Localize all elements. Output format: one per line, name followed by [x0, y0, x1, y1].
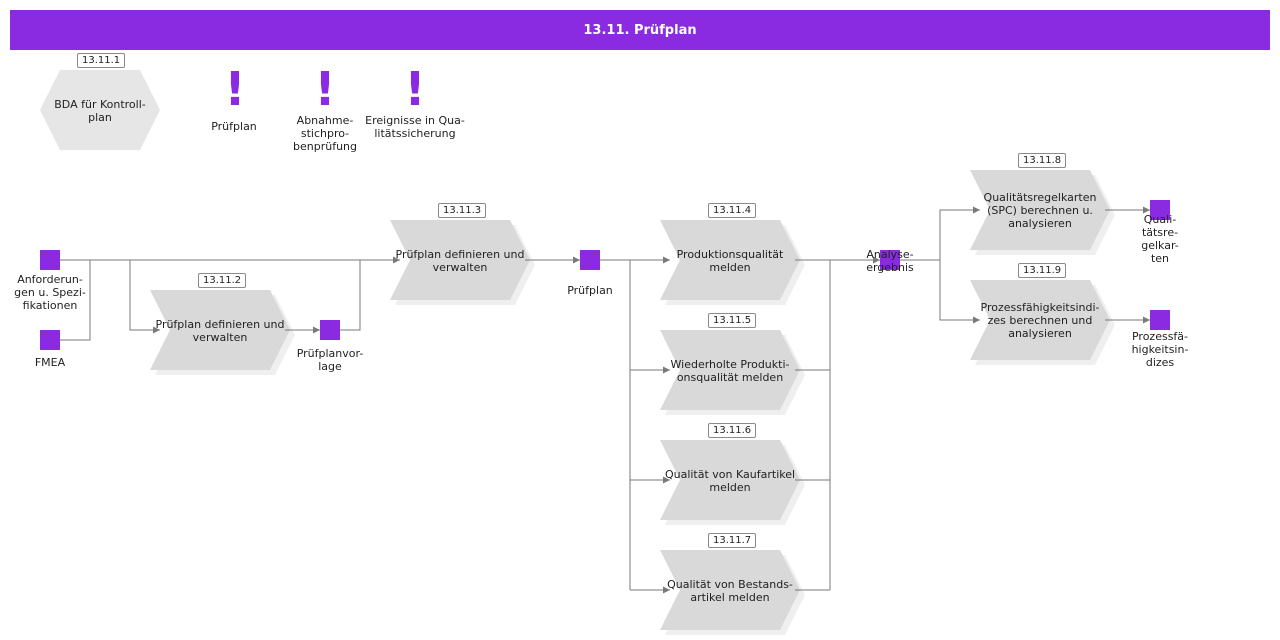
function-label-13-11-3: Prüfplan definieren und verwalten: [395, 248, 525, 274]
function-label-13-11-9: Prozessfähigkeitsindi- zes berechnen und…: [980, 301, 1100, 340]
function-shape-13-11-3[interactable]: [390, 220, 530, 300]
function-label-13-11-5: Wiederholte Produkti- onsqualität melden: [670, 358, 790, 384]
object-qualitaetsregelkarten[interactable]: [1150, 200, 1170, 220]
function-shape-13-11-2[interactable]: [150, 290, 290, 370]
tag-13-11-7: 13.11.7: [708, 533, 756, 548]
tag-13-11-2: 13.11.2: [198, 273, 246, 288]
object-pruefplan[interactable]: [580, 250, 600, 270]
connector-to-13-11-8: [939, 206, 980, 260]
tag-13-11-9: 13.11.9: [1018, 263, 1066, 278]
object-anforderungen[interactable]: [40, 250, 60, 270]
object-prozessfaehigkeitsindizes[interactable]: [1150, 310, 1170, 330]
function-label-13-11-4: Produktionsqualität melden: [676, 248, 784, 274]
function-shape-13-11-6[interactable]: [660, 440, 800, 520]
connector-to-13-11-2: [129, 260, 160, 334]
tag-13-11-5: 13.11.5: [708, 313, 756, 328]
object-label-fmea: FMEA: [34, 356, 66, 369]
exclamation-icon: !: [314, 62, 336, 116]
function-shape-13-11-4[interactable]: [660, 220, 800, 300]
tag-13-11-8: 13.11.8: [1018, 153, 1066, 168]
connectors: [60, 206, 1150, 594]
function-label-13-11-6: Qualität von Kaufartikel melden: [664, 468, 796, 494]
tag-13-11-4: 13.11.4: [708, 203, 756, 218]
tag-13-11-3: 13.11.3: [438, 203, 486, 218]
exclamation-icon: !: [224, 62, 246, 116]
function-label-13-11-8: Qualitätsregelkarten (SPC) berechnen u. …: [983, 191, 1097, 230]
function-shape-13-11-5[interactable]: [660, 330, 800, 410]
object-label-pruefplanvorlage: Prüfplanvor- lage: [296, 347, 364, 373]
function-shape-13-11-9[interactable]: [970, 280, 1110, 360]
object-pruefplanvorlage[interactable]: [320, 320, 340, 340]
object-label-analyseergebnis: Analyse- ergebnis: [866, 248, 914, 274]
connector-vorlage-to-13-11-3: [340, 260, 361, 331]
connector-to-13-11-9: [939, 260, 980, 324]
object-fmea[interactable]: [40, 330, 60, 350]
function-label-13-11-2: Prüfplan definieren und verwalten: [155, 318, 285, 344]
object-label-qualitaetsregelkarten: Quali- tätsre- gelkar- ten: [1141, 213, 1179, 265]
function-shapes: [150, 170, 1115, 635]
object-label-prozessfaehigkeitsindizes: Prozessfä- higkeitsin- dizes: [1131, 330, 1189, 369]
object-analyseergebnis[interactable]: [880, 250, 900, 270]
diagram-title: 13.11. Prüfplan: [10, 10, 1270, 50]
tag-13-11-6: 13.11.6: [708, 423, 756, 438]
exclamation-icon: !: [404, 62, 426, 116]
event-label-abnahme: Abnahme- stichpro- benprüfung: [293, 114, 357, 153]
connector-fmea-join: [60, 260, 91, 341]
event-label-ereignisse: Ereignisse in Qua- litätssicherung: [365, 114, 465, 140]
tag-13-11-1: 13.11.1: [77, 53, 125, 68]
function-shape-13-11-7[interactable]: [660, 550, 800, 630]
object-label-pruefplan: Prüfplan: [567, 284, 613, 297]
hexagon-bda-shape[interactable]: [40, 70, 160, 150]
function-label-13-11-7: Qualität von Bestands- artikel melden: [667, 578, 793, 604]
hexagon-bda-label: BDA für Kontroll- plan: [54, 98, 146, 124]
function-shape-13-11-8[interactable]: [970, 170, 1110, 250]
event-label-pruefplan: Prüfplan: [211, 120, 257, 133]
object-label-anforderungen: Anforderun- gen u. Spezi- fikationen: [14, 273, 86, 312]
